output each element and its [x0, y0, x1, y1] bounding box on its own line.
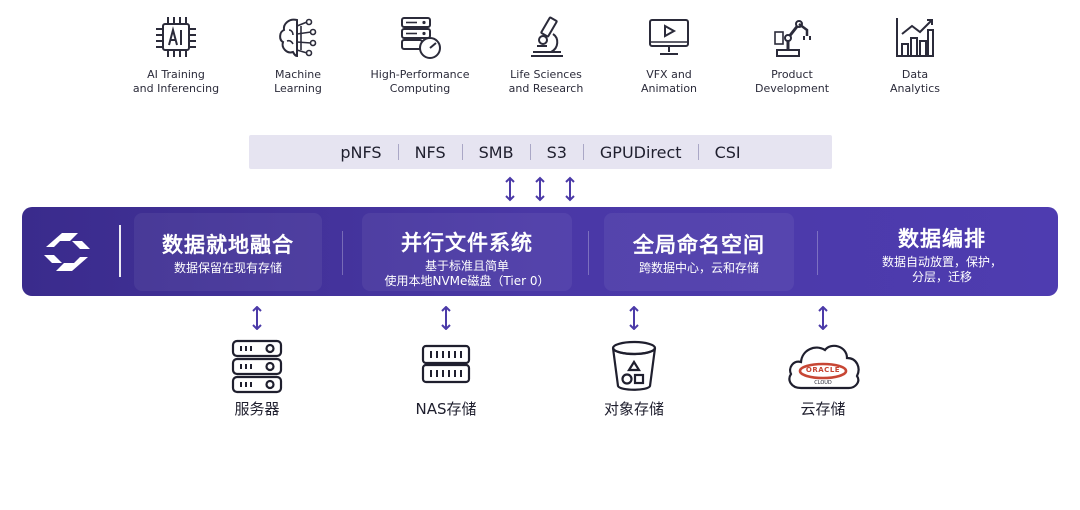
robot-arm-icon: [774, 20, 811, 57]
feature-divider: [817, 231, 818, 275]
protocol-csi: CSI: [714, 142, 741, 162]
feature-subtitle: 跨数据中心，云和存储: [638, 261, 759, 275]
storage-object: 对象存储: [554, 306, 714, 419]
video-monitor-icon: [649, 19, 689, 55]
feature-subtitle: 基于标准且简单 使用本地NVMe磁盘（Tier 0）: [384, 259, 550, 288]
data-platform-band: 数据就地融合 数据保留在现有存储 并行文件系统 基于标准且简单 使用本地NVMe…: [22, 207, 1058, 296]
feature-title: 全局命名空间: [633, 233, 765, 257]
use-case-hpc: High-Performance Computing: [350, 14, 490, 96]
object-bucket-icon: [611, 340, 657, 391]
use-case-vfx: VFX and Animation: [599, 14, 739, 96]
oracle-cloud-text: CLOUD: [814, 380, 832, 386]
storage-nas: NAS存储: [366, 306, 526, 419]
feature-data-in-place: 数据就地融合 数据保留在现有存储: [134, 213, 322, 291]
feature-divider: [342, 231, 343, 275]
hammerspace-logo-icon: [44, 233, 90, 271]
ai-chip-icon: [156, 17, 196, 57]
use-case-analytics: Data Analytics: [845, 14, 985, 96]
nas-device-icon: [421, 344, 471, 384]
protocol-arrows: [505, 176, 575, 202]
protocol-separator: [397, 144, 399, 160]
use-case-label: High-Performance Computing: [370, 68, 470, 95]
cloud-icon-wrap: ORACLE CLOUD: [785, 338, 861, 394]
protocol-smb: SMB: [478, 142, 514, 162]
protocol-separator: [529, 144, 531, 160]
storage-label: NAS存储: [415, 400, 477, 418]
use-case-ai: AI Training and Inferencing: [106, 14, 246, 96]
protocol-pnfs: pNFS: [340, 142, 382, 162]
bidirectional-arrow-icon: [629, 306, 639, 330]
oracle-logo-text: ORACLE: [805, 366, 841, 374]
use-case-label: Life Sciences and Research: [508, 68, 584, 95]
storage-server: 服务器: [177, 306, 337, 419]
use-case-label: VFX and Animation: [640, 68, 698, 95]
server-rack-icon: [231, 339, 283, 394]
cloud-icon: [788, 344, 860, 390]
feature-subtitle: 数据自动放置，保护， 分层，迁移: [881, 255, 1002, 284]
bidirectional-arrow-icon: [818, 306, 828, 330]
protocol-separator: [461, 144, 463, 160]
storage-label: 对象存储: [603, 400, 664, 418]
feature-divider: [588, 231, 589, 275]
protocol-gpudirect: GPUDirect: [599, 142, 682, 162]
feature-subtitle: 数据保留在现有存储: [173, 261, 282, 275]
use-case-label: Product Development: [754, 68, 830, 95]
brain-network-icon: [279, 18, 317, 58]
use-case-product-dev: Product Development: [722, 14, 862, 96]
use-case-row: AI Training and Inferencing Machine Lear…: [100, 14, 1000, 104]
logo-separator: [119, 225, 121, 277]
storage-label: 服务器: [234, 400, 280, 418]
protocol-separator: [582, 144, 584, 160]
storage-cloud: ORACLE CLOUD 云存储: [743, 306, 903, 419]
server-gauge-icon: [401, 17, 441, 59]
feature-orchestration: 数据编排 数据自动放置，保护， 分层，迁移: [852, 213, 1032, 291]
bidirectional-arrow-icon: [252, 306, 262, 330]
protocol-bar: pNFS NFS SMB S3 GPUDirect CSI: [249, 135, 832, 169]
use-case-life-sciences: Life Sciences and Research: [476, 14, 616, 96]
feature-title: 数据就地融合: [162, 233, 294, 257]
protocol-s3: S3: [546, 142, 567, 162]
bidirectional-arrow-icon: [441, 306, 451, 330]
use-case-ml: Machine Learning: [228, 14, 368, 96]
protocol-nfs: NFS: [414, 142, 446, 162]
feature-title: 数据编排: [898, 227, 986, 251]
use-case-label: AI Training and Inferencing: [132, 68, 220, 95]
protocol-separator: [697, 144, 699, 160]
bar-chart-icon: [896, 18, 934, 57]
storage-label: 云存储: [800, 400, 846, 418]
feature-title: 并行文件系统: [401, 231, 533, 255]
use-case-label: Data Analytics: [890, 68, 940, 95]
feature-parallel-fs: 并行文件系统 基于标准且简单 使用本地NVMe磁盘（Tier 0）: [362, 213, 572, 291]
use-case-label: Machine Learning: [274, 68, 322, 95]
feature-global-namespace: 全局命名空间 跨数据中心，云和存储: [604, 213, 794, 291]
microscope-icon: [531, 16, 563, 57]
